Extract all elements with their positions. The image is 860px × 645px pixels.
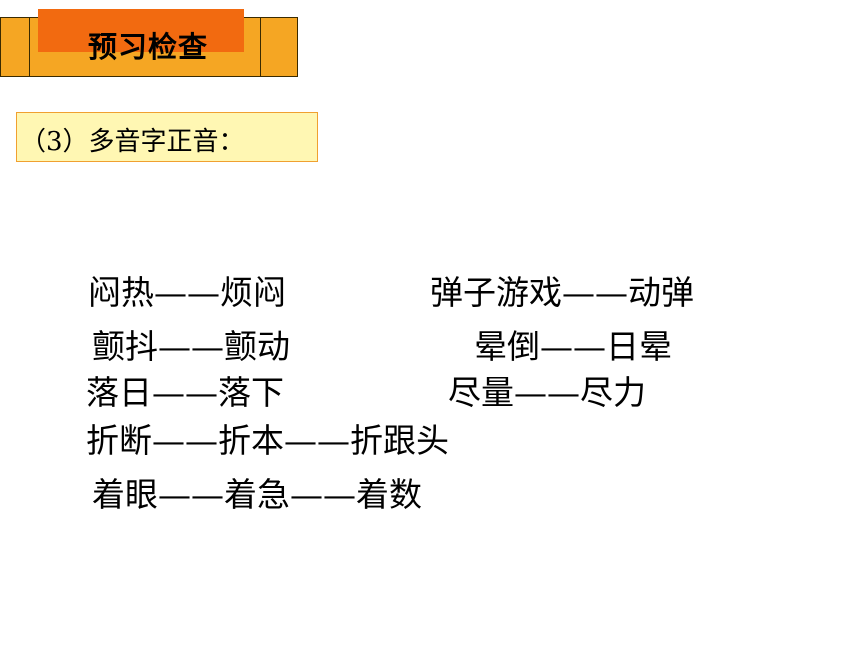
row-3-right: 尽量——尽力 (448, 373, 646, 412)
row-5-left: 着眼——着急——着数 (92, 475, 422, 514)
header-title-background (38, 9, 244, 52)
row-1-left: 闷热——烦闷 (88, 273, 286, 312)
row-2-right: 晕倒——日晕 (474, 327, 672, 366)
row-2-left: 颤抖——颤动 (92, 327, 290, 366)
row-1-right: 弹子游戏——动弹 (430, 273, 694, 312)
row-4-left: 折断——折本——折跟头 (86, 421, 449, 460)
page-title: 预习检查 (88, 30, 209, 64)
subtitle-text: （3）多音字正音： (20, 127, 245, 157)
header-bar (29, 18, 261, 76)
row-3-left: 落日——落下 (86, 373, 284, 412)
subtitle-box (16, 112, 318, 162)
